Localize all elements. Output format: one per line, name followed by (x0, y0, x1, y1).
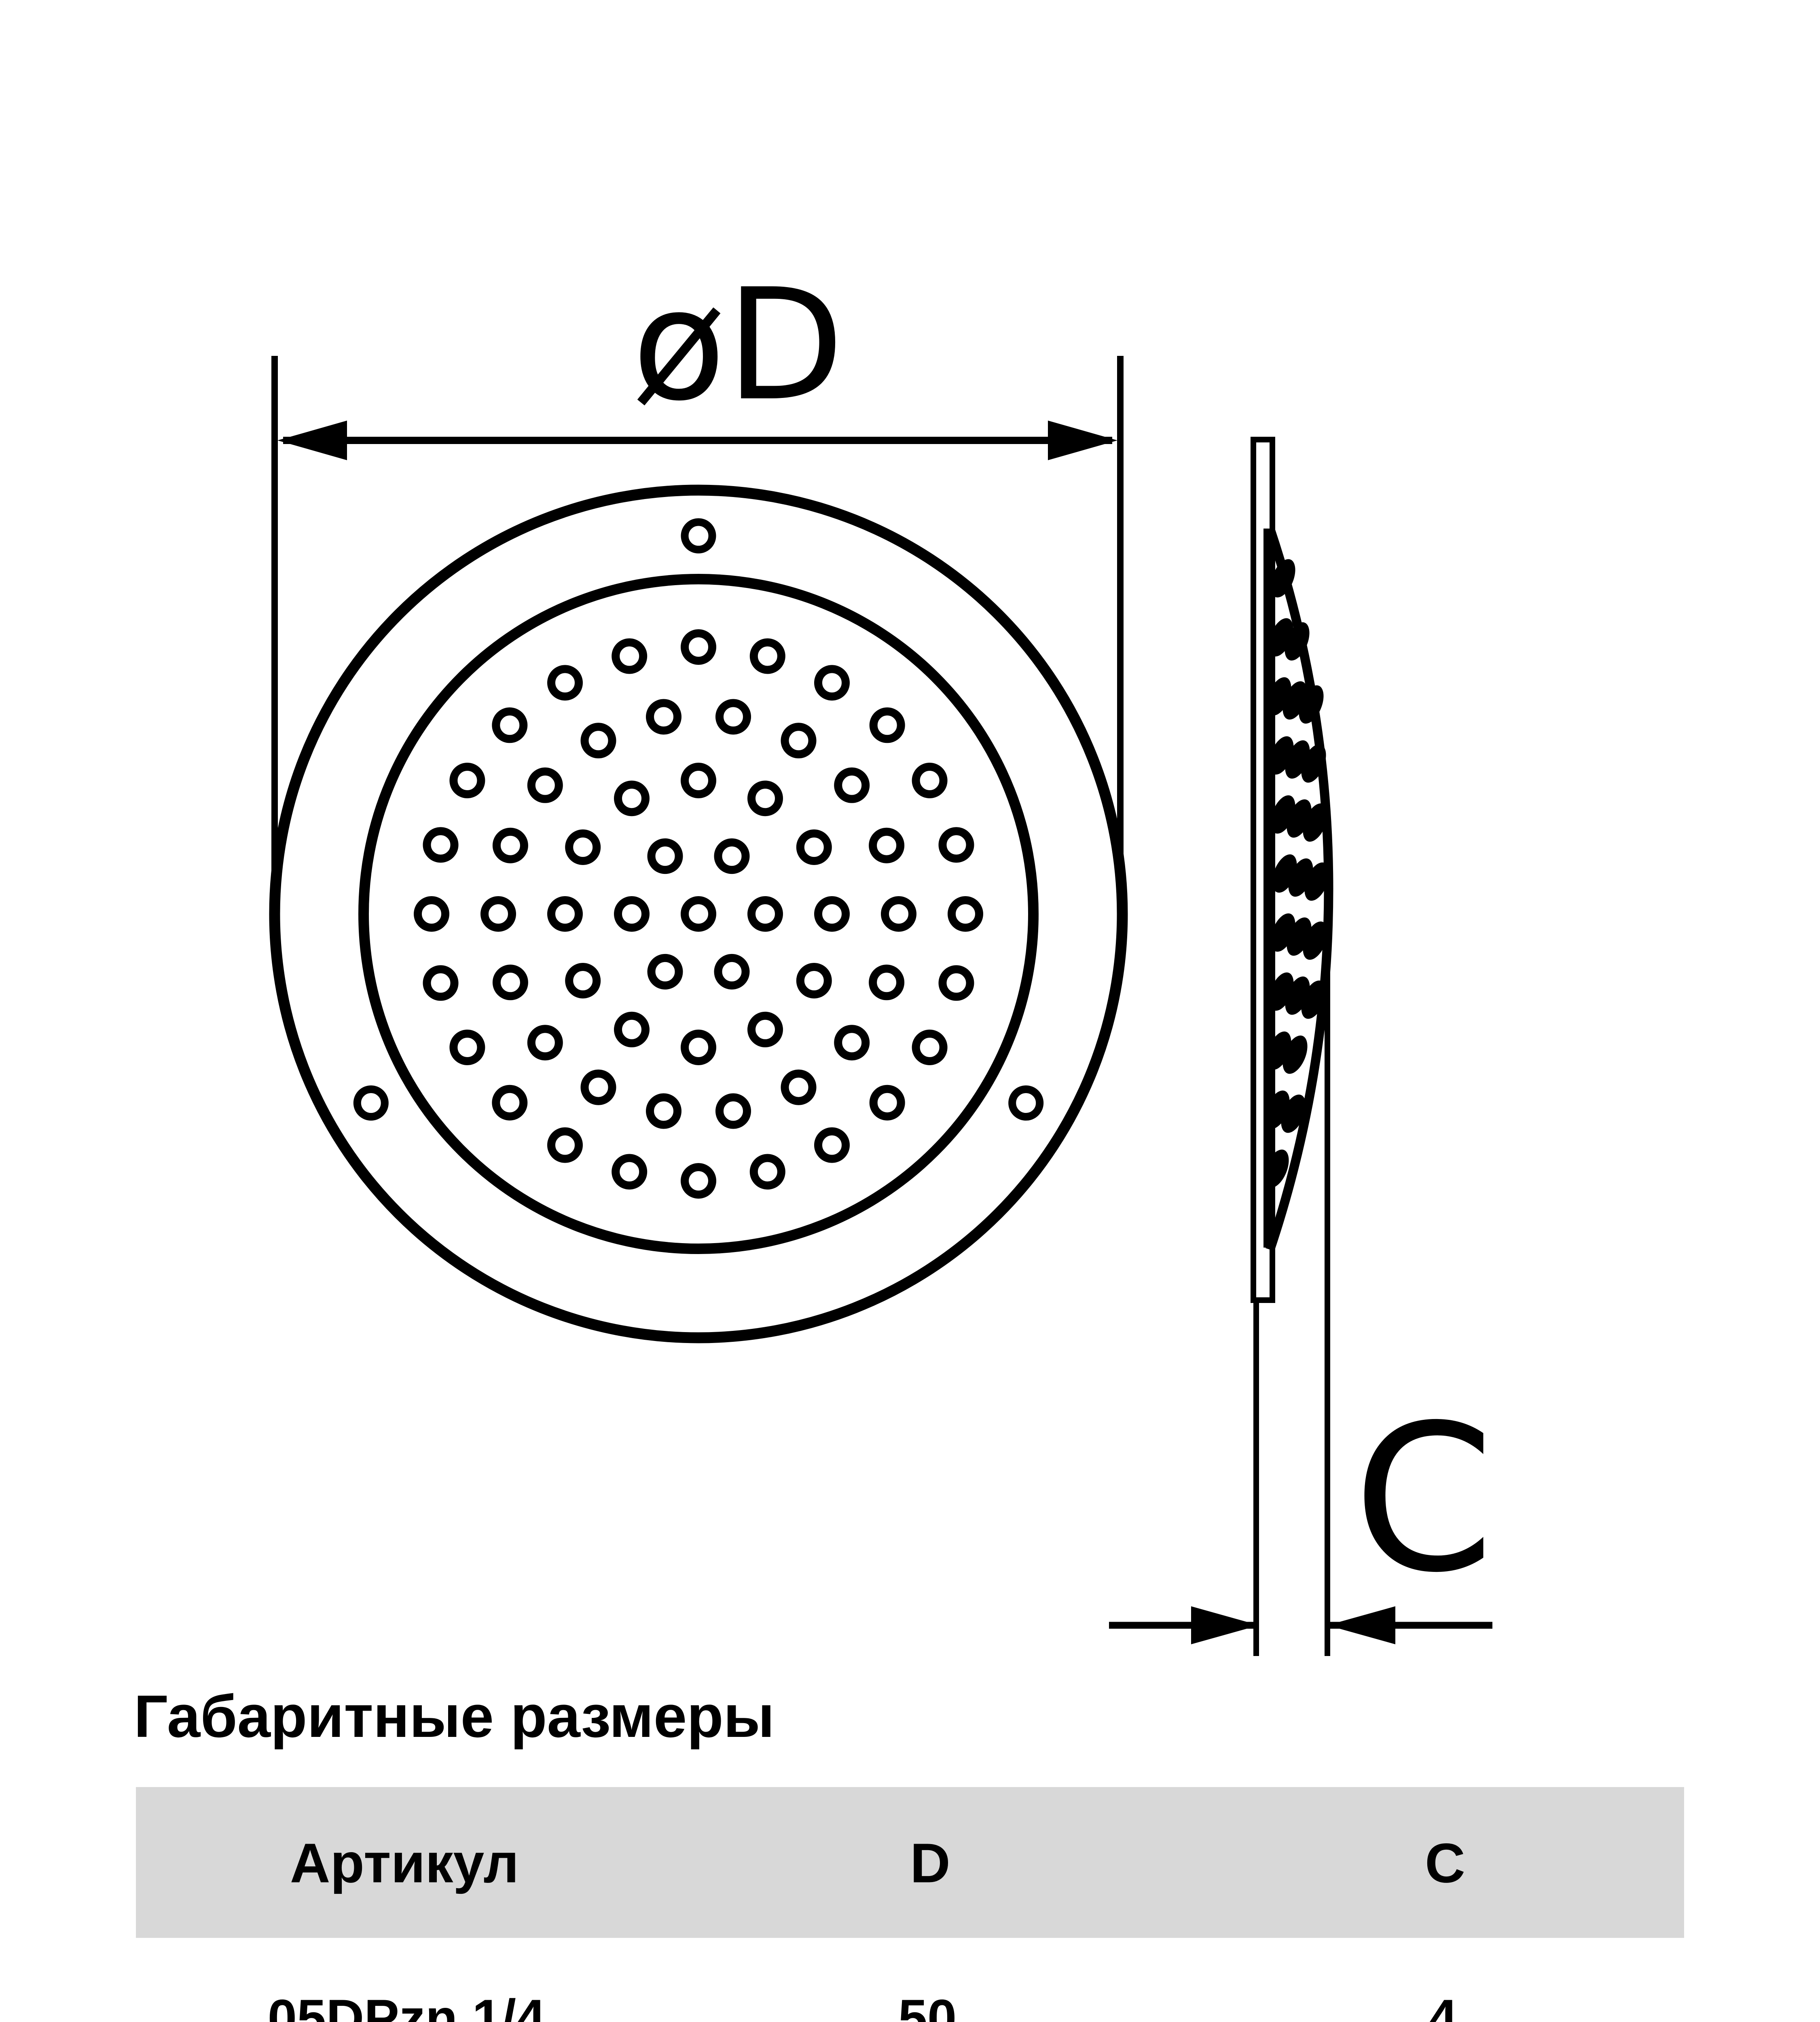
side-view (1251, 437, 1333, 1303)
rim-screw-hole (681, 518, 716, 554)
rim-screw-hole (1008, 1085, 1044, 1121)
section-title: Габаритные размеры (134, 1683, 775, 1750)
perforation-hole (714, 954, 750, 990)
perforation-hole (814, 665, 850, 701)
perforation-hole (938, 965, 974, 1001)
arrowhead-left-pointing-icon (1327, 1606, 1395, 1644)
rim-screw-hole (353, 1085, 389, 1121)
perforation-hole (547, 1127, 583, 1163)
arrowhead-right-icon (1048, 421, 1117, 460)
perforation-hole (747, 896, 783, 932)
perforation-hole (869, 827, 905, 863)
dome-perforation-hole (1281, 1094, 1306, 1133)
diameter-label: øD (632, 256, 844, 435)
perforation-hole (492, 707, 528, 743)
perforation-hole (747, 780, 783, 816)
perforation-hole (781, 723, 817, 759)
perforation-hole (881, 896, 916, 932)
perforation-hole (565, 963, 601, 998)
table-cell-c: 4 (1428, 1988, 1458, 2022)
perforation-hole (580, 1069, 616, 1105)
perforation-holes (414, 629, 983, 1199)
dome-perforation-hole (1264, 1149, 1289, 1188)
perforation-hole (749, 1154, 785, 1190)
perforation-hole (869, 707, 905, 743)
perforation-hole (580, 723, 616, 759)
perforation-hole (492, 1085, 528, 1121)
perforation-hole (480, 896, 516, 932)
table-header-article: Артикул (290, 1832, 519, 1895)
table-cell-d: 50 (898, 1988, 957, 2022)
perforation-hole (414, 896, 449, 932)
dome-perforation-hole (1301, 744, 1326, 783)
thickness-dimension: C (1109, 896, 1494, 1656)
perforation-hole (565, 829, 601, 865)
perforation-hole (614, 1011, 650, 1047)
front-view (269, 484, 1128, 1343)
dome-perforation-hole (1304, 862, 1329, 901)
perforation-hole (423, 965, 459, 1001)
perforation-hole (715, 1093, 751, 1129)
diameter-dimension: øD (271, 256, 1124, 950)
perforation-hole (646, 699, 681, 735)
perforation-hole (492, 964, 528, 1000)
perforation-hole (647, 954, 683, 990)
perforation-hole (527, 767, 563, 803)
perforation-hole (814, 896, 850, 932)
perforation-hole (423, 827, 459, 863)
perforation-hole (681, 629, 716, 665)
dome-perforation-hole (1285, 622, 1310, 661)
perforation-hole (948, 896, 983, 932)
perforation-hole (869, 1085, 905, 1121)
perforation-hole (614, 780, 650, 816)
dome-perforation-hole (1301, 980, 1326, 1019)
perforation-hole (834, 1025, 870, 1061)
rim-screw-holes (353, 518, 1044, 1121)
perforation-hole (749, 638, 785, 674)
table-header-row (136, 1787, 1684, 1938)
dome-perforations (1264, 559, 1329, 1188)
thickness-label: C (1353, 1381, 1494, 1617)
perforation-hole (681, 896, 716, 932)
perforation-hole (912, 763, 948, 798)
perforation-hole (547, 896, 583, 932)
table-header-c: C (1425, 1832, 1465, 1895)
perforation-hole (449, 763, 485, 798)
perforation-hole (646, 1093, 681, 1129)
perforation-hole (869, 964, 905, 1000)
perforation-hole (681, 763, 716, 798)
perforation-hole (714, 838, 750, 874)
perforation-hole (796, 963, 832, 998)
dome-perforation-hole (1303, 803, 1328, 842)
dome-perforation-hole (1282, 1035, 1308, 1074)
perforation-hole (547, 665, 583, 701)
perforation-hole (527, 1025, 563, 1061)
perforation-hole (614, 896, 650, 932)
perforation-hole (834, 767, 870, 803)
perforation-hole (612, 638, 648, 674)
table-cell-article: 05DPzn 1/4 (267, 1988, 546, 2022)
perforation-hole (681, 1163, 716, 1199)
perforation-hole (681, 1030, 716, 1065)
dome-perforation-hole (1303, 921, 1328, 960)
arrowhead-right-pointing-icon (1191, 1606, 1259, 1644)
perforation-hole (781, 1069, 817, 1105)
arrowhead-left-icon (277, 421, 347, 460)
perforation-hole (715, 699, 751, 735)
dome-perforation-hole (1299, 685, 1324, 724)
perforation-hole (647, 838, 683, 874)
perforation-hole (938, 827, 974, 863)
flange-plate (1251, 437, 1275, 1303)
perforation-hole (449, 1030, 485, 1065)
perforation-hole (912, 1030, 948, 1065)
perforation-hole (796, 829, 832, 865)
perforation-hole (612, 1154, 648, 1190)
perforation-hole (492, 827, 528, 863)
table-header-d: D (910, 1832, 950, 1895)
perforation-hole (814, 1127, 850, 1163)
perforation-hole (747, 1011, 783, 1047)
grille-inner-circle (358, 574, 1039, 1254)
dome-perforation-hole (1270, 559, 1295, 598)
